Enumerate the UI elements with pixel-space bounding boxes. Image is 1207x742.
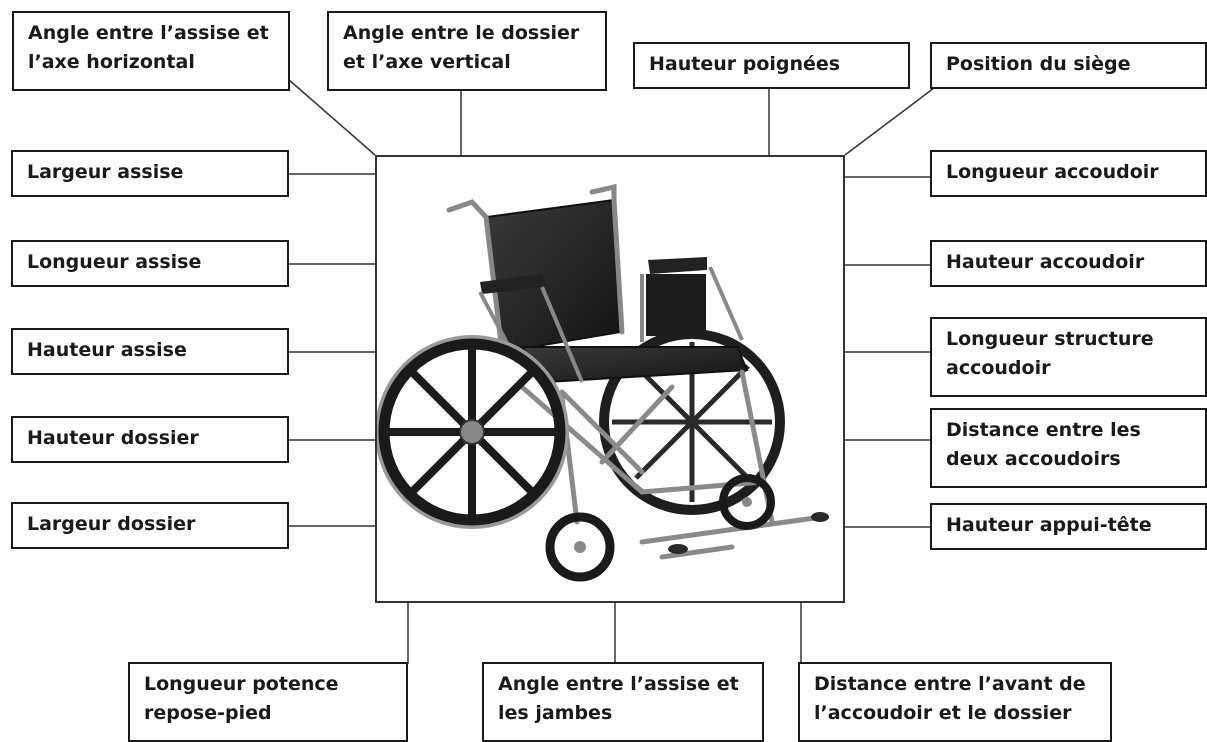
label-back-height: Hauteur dossier (11, 416, 289, 463)
label-seat-length: Longueur assise (11, 240, 289, 287)
label-angle-seat-legs: Angle entre l’assise et les jambes (482, 662, 764, 742)
label-seat-width: Largeur assise (11, 150, 289, 197)
label-handle-height: Hauteur poignées (633, 42, 910, 89)
connector-angle-seat-horizontal (287, 78, 376, 156)
label-footrest-length: Longueur potence repose-pied (128, 662, 408, 742)
wheelchair-illustration (377, 183, 829, 582)
footplates (668, 512, 829, 554)
label-angle-back-vertical: Angle entre le dossier et l’axe vertical (327, 11, 607, 91)
label-angle-seat-horizontal: Angle entre l’assise et l’axe horizontal (12, 11, 290, 91)
label-seat-height: Hauteur assise (11, 328, 289, 375)
connector-seat-position (844, 87, 935, 156)
label-armrest-length: Longueur accoudoir (930, 150, 1207, 197)
armrest-pad-right (648, 257, 707, 274)
backrest (485, 198, 622, 354)
label-headrest-height: Hauteur appui-tête (930, 503, 1207, 550)
wheelchair-image-frame (375, 155, 845, 603)
label-armrest-height: Hauteur accoudoir (930, 240, 1207, 287)
label-armrest-structure-length: Longueur structure accoudoir (930, 317, 1207, 397)
label-armrest-front-back-distance: Distance entre l’avant de l’accoudoir et… (798, 662, 1112, 742)
label-seat-position: Position du siège (930, 42, 1207, 89)
rear-left-wheel (377, 335, 569, 529)
caster-wheels (545, 474, 775, 582)
seat (520, 346, 749, 384)
label-armrest-distance: Distance entre les deux accoudoirs (930, 408, 1207, 488)
label-back-width: Largeur dossier (11, 502, 289, 549)
